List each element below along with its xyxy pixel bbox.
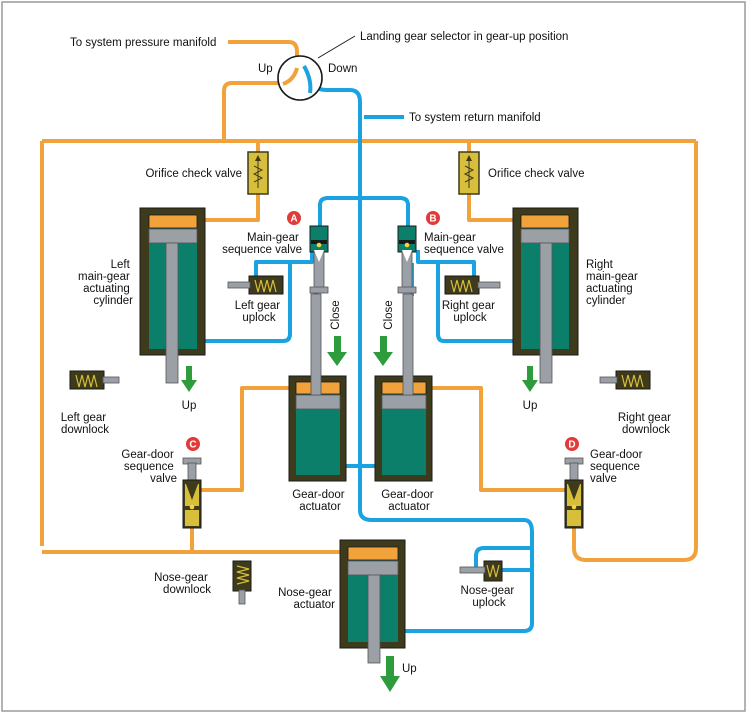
orifice-check-valve-right-label: Orifice check valve	[488, 168, 585, 180]
nose-gear-downlock-label: Nose-gear downlock	[154, 572, 211, 596]
left-gear-downlock	[69, 370, 120, 390]
landing-gear-selector	[277, 35, 356, 101]
left-gear-up-label: Up	[182, 400, 197, 412]
svg-text:B: B	[429, 214, 436, 225]
right-gear-downlock-label: Right gear downlock	[618, 412, 674, 436]
svg-text:C: C	[189, 440, 196, 451]
orifice-check-valve-left	[247, 151, 269, 195]
right-main-gear-cylinder-label: Right main-gear actuating cylinder	[586, 259, 641, 307]
svg-text:A: A	[290, 214, 297, 225]
gear-door-actuator-right-label: Gear-door actuator	[381, 489, 437, 513]
orifice-check-valve-left-label: Orifice check valve	[145, 168, 242, 180]
gear-door-sequence-valve-c	[182, 457, 202, 529]
right-gear-up-arrow	[522, 366, 538, 392]
left-gear-downlock-label: Left gear downlock	[61, 412, 110, 436]
return-manifold-label: To system return manifold	[409, 112, 541, 124]
gear-door-sequence-valve-d	[564, 457, 584, 529]
main-gear-sequence-valve-left-label: Main-gear sequence valve	[222, 232, 302, 256]
right-gear-uplock	[444, 275, 501, 295]
badge-a: A	[287, 211, 301, 225]
pressure-lines	[40, 40, 698, 562]
right-close-label: Close	[383, 300, 395, 329]
right-gear-uplock-label: Right gear uplock	[442, 300, 498, 324]
gear-door-sequence-valve-right-label: Gear-door sequence valve	[590, 449, 646, 485]
gear-door-actuator-right	[374, 293, 433, 482]
nose-gear-actuator-label: Nose-gear actuator	[278, 587, 335, 611]
pressure-manifold-label: To system pressure manifold	[70, 37, 216, 49]
direction-arrows	[181, 336, 538, 692]
selector-up-label: Up	[258, 63, 273, 75]
selector-label: Landing gear selector in gear-up positio…	[360, 31, 568, 43]
nose-gear-up-arrow	[380, 656, 400, 692]
left-close-label: Close	[330, 300, 342, 329]
main-gear-sequence-valve-a	[309, 225, 329, 294]
main-gear-sequence-valve-right-label: Main-gear sequence valve	[424, 232, 504, 256]
left-gear-uplock-label: Left gear uplock	[235, 300, 284, 324]
left-door-close-arrow	[327, 336, 347, 366]
badge-d: D	[565, 437, 579, 451]
nose-gear-uplock	[459, 560, 503, 582]
gear-door-sequence-valve-left-label: Gear-door sequence valve	[121, 449, 177, 485]
gear-door-actuator-left	[288, 293, 347, 482]
right-main-gear-cylinder	[512, 207, 579, 384]
right-gear-downlock	[599, 370, 651, 390]
gear-door-actuator-left-label: Gear-door actuator	[292, 489, 348, 513]
nose-gear-uplock-label: Nose-gear uplock	[461, 585, 518, 609]
main-gear-sequence-valve-b	[397, 225, 417, 294]
left-main-gear-cylinder	[139, 207, 206, 384]
badge-c: C	[186, 437, 200, 451]
nose-gear-downlock	[232, 560, 252, 605]
left-gear-uplock	[227, 275, 284, 295]
selector-down-label: Down	[328, 63, 357, 75]
left-gear-up-arrow	[181, 366, 197, 392]
svg-text:D: D	[568, 440, 575, 451]
right-gear-up-label: Up	[523, 400, 538, 412]
nose-gear-up-label: Up	[402, 663, 417, 675]
right-door-close-arrow	[373, 336, 393, 366]
orifice-check-valve-right	[458, 151, 480, 195]
nose-gear-actuator	[339, 539, 406, 664]
left-main-gear-cylinder-label: Left main-gear actuating cylinder	[78, 259, 133, 307]
badge-b: B	[426, 211, 440, 225]
